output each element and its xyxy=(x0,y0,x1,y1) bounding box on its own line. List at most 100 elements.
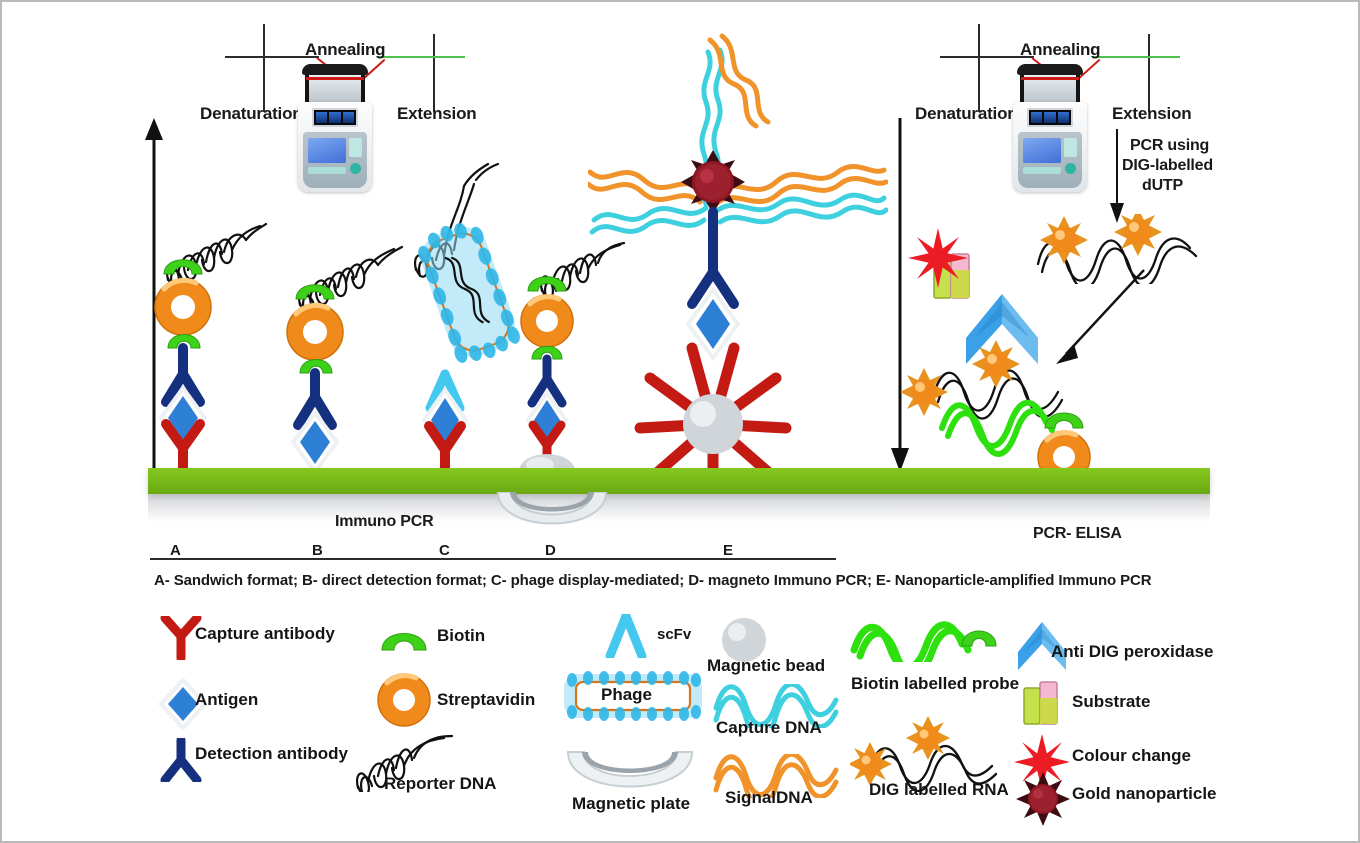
dig-tag-icon-2 xyxy=(1114,214,1162,256)
format-tick-a: A xyxy=(170,542,181,559)
denaturation-axis-line xyxy=(263,24,265,112)
legend-label-anti-dig-peroxidase: Anti DIG peroxidase xyxy=(1051,642,1214,661)
dig-tag-icon-legend-2 xyxy=(906,716,950,760)
scfv-icon-legend xyxy=(605,614,647,658)
biotin-icon-top-d xyxy=(527,276,567,292)
format-axis-line xyxy=(150,558,836,560)
machine-keypad xyxy=(349,138,362,157)
legend-label-magnetic-plate: Magnetic plate xyxy=(572,794,691,813)
biotin-icon-pcr-elisa xyxy=(1044,412,1084,429)
detection-antibody-icon-e xyxy=(687,207,739,309)
machine-lid-red-line-right xyxy=(1021,77,1079,80)
machine-lid-right xyxy=(1017,64,1083,75)
extension-axis-line xyxy=(433,34,435,112)
legend-label-colour-change: Colour change xyxy=(1072,746,1192,765)
extension-plateau xyxy=(379,56,465,58)
legend-label-dig-labelled-rna: DIG labelled RNA xyxy=(869,780,1009,799)
column-d-magneto-immuno-pcr xyxy=(519,241,626,482)
thermocycler-left-schematic: Denaturation Annealing Extension xyxy=(200,20,477,140)
antigen-icon-legend xyxy=(158,678,208,730)
biotin-icon-bottom-b xyxy=(299,359,333,374)
denaturation-axis-line-right xyxy=(978,24,980,112)
annealing-label: Annealing xyxy=(305,40,386,59)
pcr-dig-down-arrow xyxy=(1110,129,1124,223)
biotin-icon-top-b xyxy=(295,284,335,300)
substrate-icon-legend xyxy=(1023,681,1058,725)
biotin-icon-legend xyxy=(381,633,427,651)
legend-label-detection-antibody: Detection antibody xyxy=(195,744,349,763)
machine-lower-panel-right xyxy=(1018,132,1082,188)
anti-dig-peroxidase-icon-main xyxy=(966,294,1038,364)
extension-plateau-right xyxy=(1094,56,1180,58)
signal-dna-icon-legend xyxy=(713,754,839,798)
machine-screen-right xyxy=(1023,138,1061,163)
legend-label-antigen: Antigen xyxy=(195,690,259,709)
thermocycler-right-schematic: Denaturation Annealing Extension xyxy=(915,20,1192,140)
machine-lower-panel xyxy=(303,132,367,188)
pcr-elisa-down-arrow xyxy=(891,118,909,472)
pcr-elisa-section-label: PCR- ELISA xyxy=(1033,525,1122,542)
machine-screen xyxy=(308,138,346,163)
biotin-labelled-probe-icon-legend xyxy=(850,621,997,662)
reporter-dna-icon-legend xyxy=(356,734,454,792)
anti-dig-peroxidase-icon-legend xyxy=(1018,622,1066,670)
format-tick-e: E xyxy=(723,542,733,559)
detection-antibody-icon-d xyxy=(527,354,567,408)
dig-tag-icon-legend-1 xyxy=(850,742,892,786)
dig-tag-icon-4 xyxy=(972,340,1020,388)
machine-status-strip xyxy=(308,167,346,174)
machine-lid xyxy=(302,64,368,75)
format-tick-b: B xyxy=(312,542,323,559)
legend-label-magnetic-bead: Magnetic bead xyxy=(707,656,826,675)
machine-knob xyxy=(350,163,361,174)
microplate-shadow xyxy=(148,494,1210,522)
gold-nanoparticle-icon-e xyxy=(681,150,745,214)
thermocycler-left-machine xyxy=(292,64,378,194)
pcr-dig-note-line3: dUTP xyxy=(1142,177,1183,194)
streptavidin-icon-pcr-elisa xyxy=(1037,430,1091,477)
phage-icon xyxy=(418,223,520,363)
denaturation-plateau xyxy=(225,56,319,58)
machine-sample-bay xyxy=(312,108,358,127)
streptavidin-icon-legend xyxy=(377,673,431,727)
immuno-pcr-up-arrow xyxy=(145,118,163,469)
machine-body-right xyxy=(1013,102,1087,192)
legend-label-biotin: Biotin xyxy=(437,626,486,645)
legend-label-gold-nanoparticle: Gold nanoparticle xyxy=(1072,784,1217,803)
gold-nanoparticle-icon-legend xyxy=(1016,772,1070,826)
pcr-dig-note-line1: PCR using xyxy=(1130,137,1210,154)
format-tick-c: C xyxy=(439,542,450,559)
biotin-labelled-probe-icon-complex xyxy=(939,399,1055,457)
pcr-dig-note-line2: DIG-labelled xyxy=(1122,157,1213,174)
denaturation-label: Denaturation xyxy=(200,104,303,123)
reporter-dna-icon xyxy=(166,222,268,288)
microplate-surface xyxy=(148,468,1210,494)
streptavidin-icon-b xyxy=(286,302,344,361)
extension-label: Extension xyxy=(397,104,477,123)
streptavidin-icon-d xyxy=(520,294,574,348)
dig-tag-icon-3 xyxy=(900,368,948,416)
machine-status-strip-right xyxy=(1023,167,1061,174)
machine-keypad-right xyxy=(1064,138,1077,157)
colour-change-icon-legend xyxy=(1014,734,1070,790)
magnetic-bead-icon-legend xyxy=(722,618,766,662)
biotin-icon-bottom-d xyxy=(531,345,563,360)
legend-label-reporter-dna: Reporter DNA xyxy=(384,774,497,793)
machine-body xyxy=(298,102,372,192)
column-c-phage-display-mediated xyxy=(414,162,520,481)
pcr-elisa-detection-complex xyxy=(900,340,1091,477)
legend-label-scfv: scFv xyxy=(657,626,692,643)
machine-lid-red-line xyxy=(306,77,364,80)
detection-antibody-icon xyxy=(161,343,205,407)
magnetic-bead-icon-e xyxy=(683,394,743,454)
legend-panel: Capture antibody Antigen Detection antib… xyxy=(2,602,1360,832)
legend-label-substrate: Substrate xyxy=(1072,692,1151,711)
pcr-elisa-transfer-arrow xyxy=(1056,269,1145,364)
format-caption: A- Sandwich format; B- direct detection … xyxy=(154,572,1152,589)
legend-label-phage: Phage xyxy=(601,685,653,704)
annealing-label-right: Annealing xyxy=(1020,40,1101,59)
column-a-sandwich-format xyxy=(154,222,268,477)
biotin-icon-top xyxy=(163,259,203,275)
immuno-pcr-section-label: Immuno PCR xyxy=(335,513,434,530)
